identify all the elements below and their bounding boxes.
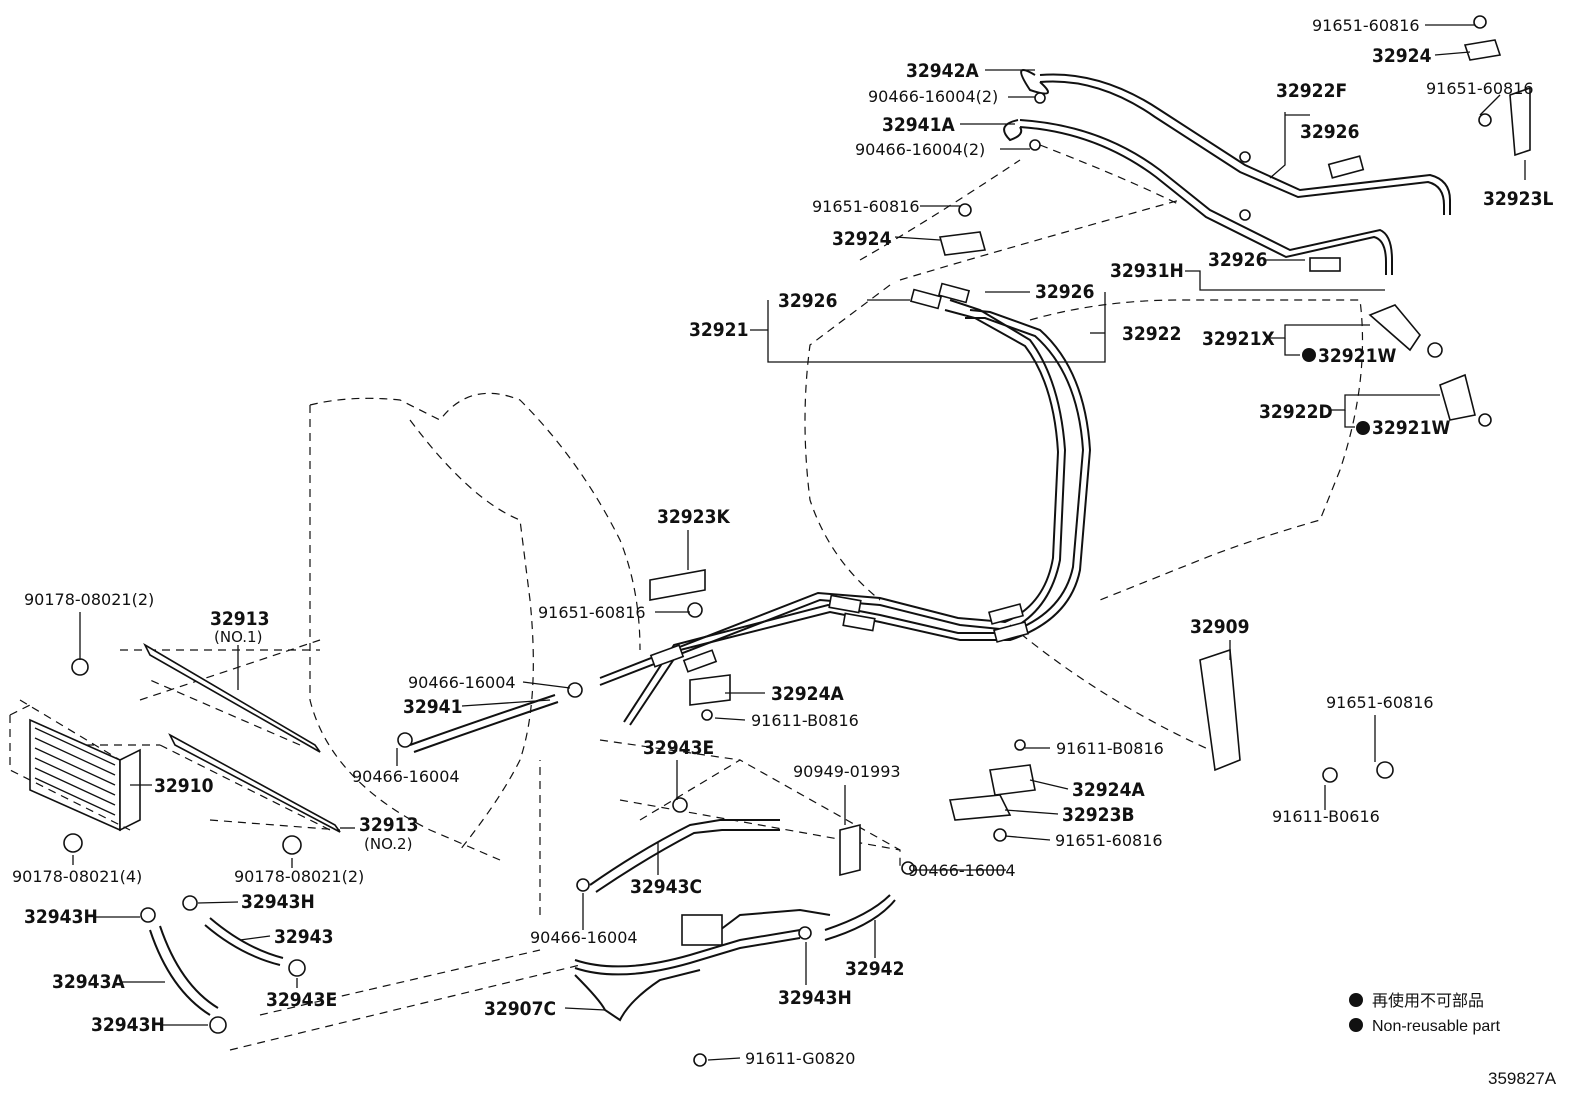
label-32943e: 32943E xyxy=(643,737,714,759)
label-32942: 32942 xyxy=(845,958,904,980)
label-32923k: 32923K xyxy=(657,506,730,528)
label-32924: 32924 xyxy=(832,228,892,250)
label-32922d: 32922D xyxy=(1259,401,1333,423)
leader-lines xyxy=(72,24,1526,1061)
label-32923b: 32923B xyxy=(1062,804,1135,826)
label-90178-08021-2: 90178-08021(2) xyxy=(234,867,364,886)
legend-dot xyxy=(1349,993,1363,1007)
label-90466-16004: 90466-16004 xyxy=(408,673,516,692)
legend: 再使用不可部品 Non-reusable part xyxy=(1349,992,1501,1035)
brackets-32913 xyxy=(143,642,341,833)
label-91611-b0816: 91611-B0816 xyxy=(1056,739,1164,758)
legend-japanese: 再使用不可部品 xyxy=(1372,992,1484,1010)
legend-english: Non-reusable part xyxy=(1372,1018,1501,1035)
label-32921x: 32921X xyxy=(1202,328,1275,350)
radiator-case-outline xyxy=(19,639,901,1051)
lower-hoses xyxy=(149,694,896,1022)
label-91651-60816: 91651-60816 xyxy=(1312,16,1420,35)
label-90466-16004: 90466-16004 xyxy=(352,767,460,786)
label-91651-60816: 91651-60816 xyxy=(1426,79,1534,98)
label-32921w: 32921W xyxy=(1372,417,1450,439)
label-90466-16004: 90466-16004 xyxy=(908,861,1016,880)
label-32943e: 32943E xyxy=(266,989,337,1011)
label-32921: 32921 xyxy=(689,319,748,341)
label-32913: 32913 xyxy=(210,608,269,630)
label-32943h: 32943H xyxy=(241,891,315,913)
label-32923l: 32923L xyxy=(1483,188,1553,210)
label-32943h: 32943H xyxy=(91,1014,165,1036)
transmission-outline xyxy=(309,144,1364,861)
label-32926: 32926 xyxy=(778,290,837,312)
label-32924: 32924 xyxy=(1372,45,1432,67)
label-32931h: 32931H xyxy=(1110,260,1184,282)
label-32941: 32941 xyxy=(403,696,462,718)
label-91651-60816: 91651-60816 xyxy=(1326,693,1434,712)
label-32907c: 32907C xyxy=(484,998,556,1020)
label-32926: 32926 xyxy=(1035,281,1094,303)
label-32913: 32913 xyxy=(359,814,418,836)
label-32926: 32926 xyxy=(1300,121,1359,143)
label-90178-08021-4: 90178-08021(4) xyxy=(12,867,142,886)
label-32943a: 32943A xyxy=(52,971,125,993)
label-32924a: 32924A xyxy=(1072,779,1145,801)
oil-cooler-32910 xyxy=(9,704,141,832)
label-32942a: 32942A xyxy=(906,60,979,82)
label-32943h: 32943H xyxy=(24,906,98,928)
label-32910: 32910 xyxy=(154,775,214,797)
label-90949-01993: 90949-01993 xyxy=(793,762,901,781)
label-32943: 32943 xyxy=(274,926,333,948)
label-32943h: 32943H xyxy=(778,987,852,1009)
label-91611-b0616: 91611-B0616 xyxy=(1272,807,1380,826)
upper-tubes xyxy=(1003,69,1451,275)
label-32943c: 32943C xyxy=(630,876,702,898)
label-90466-16004-2: 90466-16004(2) xyxy=(868,87,998,106)
part-labels: 91651-60816 32924 91651-60816 32942A 904… xyxy=(12,16,1553,1068)
small-parts xyxy=(63,15,1531,1067)
label-32922f: 32922F xyxy=(1276,80,1347,102)
label-32921w: 32921W xyxy=(1318,345,1396,367)
diagram-reference-code: 359827A xyxy=(1488,1069,1557,1088)
label-90466-16004: 90466-16004 xyxy=(530,928,638,947)
label-no2: (NO.2) xyxy=(364,835,412,853)
label-no1: (NO.1) xyxy=(214,628,262,646)
label-90178-08021-2: 90178-08021(2) xyxy=(24,590,154,609)
label-32941a: 32941A xyxy=(882,114,955,136)
label-91651-60816: 91651-60816 xyxy=(538,603,646,622)
label-91651-60816: 91651-60816 xyxy=(1055,831,1163,850)
cooler-tubes xyxy=(599,282,1092,726)
non-reusable-markers xyxy=(1302,348,1370,435)
label-32924a: 32924A xyxy=(771,683,844,705)
label-90466-16004-2: 90466-16004(2) xyxy=(855,140,985,159)
label-91611-b0816: 91611-B0816 xyxy=(751,711,859,730)
label-32926: 32926 xyxy=(1208,249,1267,271)
label-32909: 32909 xyxy=(1190,616,1249,638)
label-91611-g0820: 91611-G0820 xyxy=(745,1049,855,1068)
label-32922: 32922 xyxy=(1122,323,1181,345)
label-91651-60816: 91651-60816 xyxy=(812,197,920,216)
legend-dot xyxy=(1349,1018,1363,1032)
